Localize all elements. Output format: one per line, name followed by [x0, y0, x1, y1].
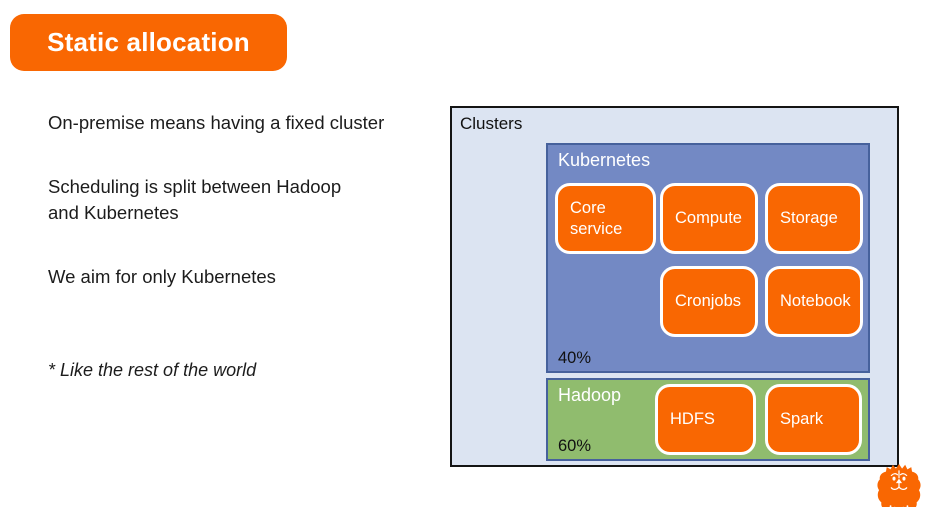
service-box-storage: Storage [765, 183, 863, 254]
service-label-storage: Storage [780, 209, 838, 228]
service-label-compute: Compute [675, 209, 742, 228]
slide-title-badge: Static allocation [10, 14, 287, 71]
service-box-cronjobs: Cronjobs [660, 266, 758, 337]
service-label-cronjobs: Cronjobs [675, 292, 742, 311]
service-label-hdfs: HDFS [670, 410, 715, 429]
ing-lion-logo-icon [877, 464, 921, 507]
slide-title: Static allocation [47, 27, 250, 57]
bullet-scheduling: Scheduling is split between Hadoop and K… [48, 176, 342, 223]
service-box-spark: Spark [765, 384, 862, 455]
service-box-hdfs: HDFS [655, 384, 756, 455]
hadoop-cluster-box: Hadoop HDFS Spark 60% [546, 378, 870, 461]
kubernetes-share-label: 40% [558, 349, 592, 367]
clusters-diagram-panel: Clusters Kubernetes Core service Compute… [450, 106, 899, 467]
hadoop-cluster-label: Hadoop [558, 385, 622, 405]
kubernetes-cluster-box: Kubernetes Core service Compute Storage … [546, 143, 870, 373]
service-box-notebook: Notebook [765, 266, 863, 337]
service-box-compute: Compute [660, 183, 758, 254]
service-label-notebook: Notebook [780, 292, 851, 311]
kubernetes-cluster-label: Kubernetes [558, 150, 651, 170]
service-box-core-service: Core service [555, 183, 656, 254]
bullet-on-premise: On-premise means having a fixed cluster [48, 112, 385, 133]
bullet-aim-kubernetes: We aim for only Kubernetes [48, 266, 276, 287]
footnote-like-rest-of-world: * Like the rest of the world [48, 360, 257, 380]
service-label-core-service: Core service [570, 198, 623, 238]
clusters-panel-title: Clusters [460, 114, 523, 133]
hadoop-share-label: 60% [558, 437, 592, 455]
service-label-spark: Spark [780, 410, 824, 429]
